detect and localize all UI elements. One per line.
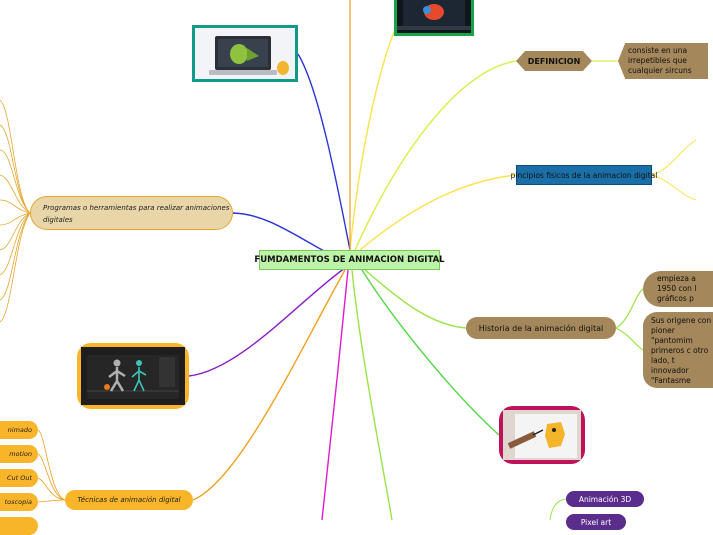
tipo-animacion-3d[interactable]: Animación 3D [566,491,644,507]
tecnica-item[interactable]: Cut Out [0,469,38,487]
historia-origenes-node[interactable]: Sus origene con pioner "pantomim primero… [643,312,713,388]
drawing-tablet-image [499,406,585,464]
programas-node[interactable]: Programas o herramientas para realizar a… [30,196,233,230]
connector-lines [0,0,697,521]
definicion-node[interactable]: DEFINICION [516,51,592,71]
tecnica-item[interactable]: toscopia [0,493,38,511]
motion-capture-image [77,343,189,409]
tecnica-item[interactable]: motion [0,445,38,463]
principios-fisicos-node[interactable]: pincipios fisicos de la animacion digita… [511,165,657,185]
tecnicas-node[interactable]: Técnicas de animación digital [65,490,193,510]
definicion-text-node[interactable]: consiste en una irrepetibles que cualqui… [618,43,708,79]
tecnica-item-partial[interactable] [0,517,38,535]
central-topic[interactable]: FUMDAMENTOS DE ANIMACION DIGITAL [254,250,445,270]
laptop-3d-image [192,25,298,82]
tablet-hologram-image [394,0,474,36]
tipo-pixel-art[interactable]: Pixel art [566,514,626,530]
historia-empieza-node[interactable]: empieza a 1950 con l gráficos p [643,271,713,307]
historia-node[interactable]: Historia de la animación digital [466,317,616,339]
tecnica-item[interactable]: nimado [0,421,38,439]
